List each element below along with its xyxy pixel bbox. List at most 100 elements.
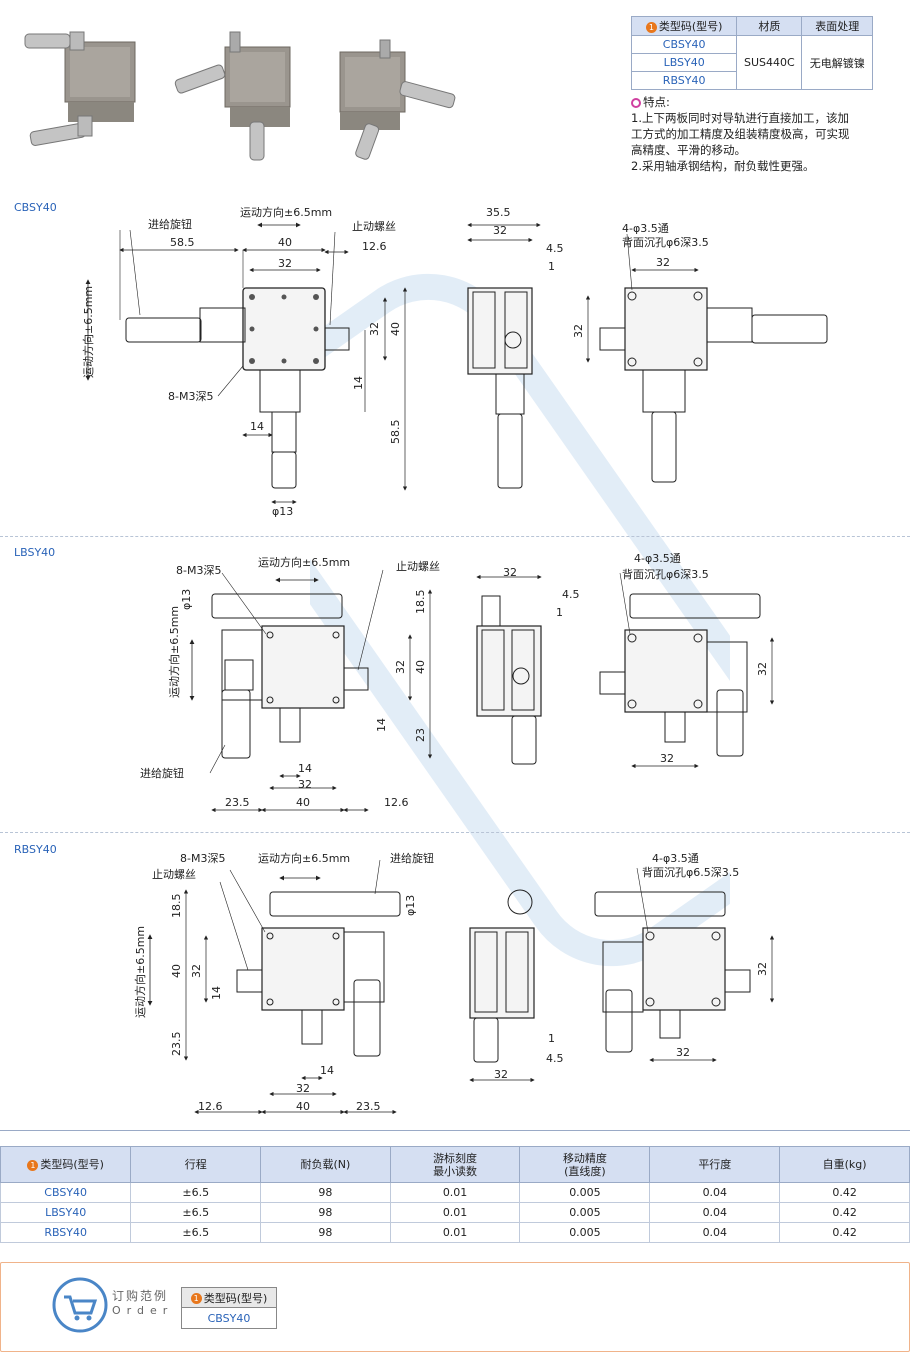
dim-18-5: 18.5 [170, 894, 183, 919]
section-label-rbsy: RBSY40 [14, 843, 57, 856]
label-counterbore: 背面沉孔φ6深3.5 [622, 235, 709, 249]
feature-line: 高精度、平滑的移动。 [631, 143, 746, 157]
dim-back-32: 32 [656, 256, 670, 269]
dim-58-5-v: 58.5 [389, 420, 402, 445]
spec-material: SUS440C [736, 35, 803, 90]
dim-back-32: 32 [676, 1046, 690, 1059]
dim-23: 23 [414, 728, 427, 742]
dim-32: 32 [278, 257, 292, 270]
spec-surface: 无电解镀镍 [801, 35, 873, 90]
label-holes: 8-M3深5 [176, 564, 221, 577]
main-header-stroke: 行程 [130, 1146, 262, 1183]
section-label-lbsy: LBSY40 [14, 546, 56, 559]
dim-32-v: 32 [394, 660, 407, 674]
spec-model: CBSY40 [630, 35, 738, 54]
separator [0, 536, 910, 537]
order-title: 订购范例 [112, 1289, 169, 1303]
feature-line: 2.采用轴承钢结构，耐负载性更强。 [631, 159, 815, 173]
dim-back-32-v: 32 [756, 962, 769, 976]
label-stop-screw: 止动螺丝 [352, 220, 396, 233]
order-title-en: Order [112, 1304, 174, 1317]
label-stop-screw: 止动螺丝 [152, 868, 196, 881]
dim-side-32: 32 [494, 1068, 508, 1081]
dim-14: 14 [298, 762, 312, 775]
label-holes: 8-M3深5 [168, 390, 213, 403]
separator [0, 832, 910, 833]
spec-model: RBSY40 [630, 71, 738, 90]
dim-23-5: 23.5 [225, 796, 250, 809]
dim-4-5: 4.5 [546, 1052, 564, 1065]
dim-40: 40 [296, 796, 310, 809]
dim-32-v: 32 [190, 964, 203, 978]
dim-40-v: 40 [389, 322, 402, 336]
label-holes: 8-M3深5 [180, 852, 225, 865]
spec-model: LBSY40 [630, 53, 738, 72]
main-header-accuracy: 移动精度 (直线度) [519, 1146, 651, 1183]
dim-12-6: 12.6 [198, 1100, 223, 1113]
dim-4-5: 4.5 [546, 242, 564, 255]
dim-phi13: φ13 [404, 895, 417, 916]
dim-23-5: 23.5 [356, 1100, 381, 1113]
dim-40-v: 40 [414, 660, 427, 674]
badge-one: 1 [27, 1159, 39, 1171]
label-counterbore: 背面沉孔φ6深3.5 [622, 567, 709, 581]
dim-40-v: 40 [170, 964, 183, 978]
dim-32: 32 [296, 1082, 310, 1095]
dim-12-6: 12.6 [384, 796, 409, 809]
dim-back-32: 32 [660, 752, 674, 765]
main-header-vernier: 游标刻度 最小读数 [389, 1146, 521, 1183]
dim-40: 40 [278, 236, 292, 249]
label-through-holes: 4-φ3.5通 [634, 552, 681, 565]
dim-1: 1 [548, 1032, 555, 1045]
feature-line: 工方式的加工精度及组装精度极高，可实现 [631, 127, 850, 141]
dim-40: 40 [296, 1100, 310, 1113]
separator [0, 1130, 910, 1131]
product-photo-lbsy [174, 31, 291, 161]
dim-back-32-v: 32 [572, 324, 585, 338]
label-feed-knob: 进给旋钮 [390, 851, 434, 865]
label-motion: 运动方向±6.5mm [258, 851, 350, 865]
dim-35-5: 35.5 [486, 206, 511, 219]
label-stop-screw: 止动螺丝 [396, 560, 440, 573]
dim-14-v: 14 [210, 986, 223, 1000]
spec-header-material: 材质 [736, 16, 803, 36]
dim-back-32-v: 32 [756, 662, 769, 676]
dim-phi13: φ13 [180, 589, 193, 610]
main-header-weight: 自重(kg) [779, 1146, 910, 1183]
label-motion-v: 运动方向±6.5mm [133, 926, 147, 1018]
feature-line: 1.上下两板同时对导轨进行直接加工，该加 [631, 111, 849, 125]
label-motion: 运动方向±6.5mm [240, 205, 332, 219]
badge-one: 1 [190, 1293, 202, 1304]
dim-23-5-v: 23.5 [170, 1032, 183, 1057]
dim-18-5: 18.5 [414, 590, 427, 615]
label-feed-knob: 进给旋钮 [140, 766, 184, 780]
cart-icon [52, 1277, 108, 1333]
feature-marker-icon [631, 97, 641, 108]
dim-14: 14 [250, 420, 264, 433]
technical-drawings: 进给旋钮 运动方向±6.5mm 止动螺丝 58.5 40 32 12.6 32 … [81, 205, 828, 1115]
dim-side-32: 32 [493, 224, 507, 237]
dim-4-5: 4.5 [562, 588, 580, 601]
dim-1: 1 [556, 606, 563, 619]
dim-32: 32 [298, 778, 312, 791]
label-through-holes: 4-φ3.5通 [652, 852, 699, 865]
dim-14-v: 14 [375, 718, 388, 732]
product-photo-cbsy [24, 31, 136, 146]
features: 特点: 1.上下两板同时对导轨进行直接加工，该加 工方式的加工精度及组装精度极高… [631, 94, 881, 174]
dim-32-v: 32 [368, 322, 381, 336]
dim-phi13: φ13 [272, 505, 293, 518]
dim-58-5: 58.5 [170, 236, 195, 249]
label-motion-v: 运动方向±6.5mm [81, 286, 95, 378]
order-value: CBSY40 [181, 1307, 277, 1329]
dim-side-32: 32 [503, 566, 517, 579]
dim-14: 14 [320, 1064, 334, 1077]
label-motion-v: 运动方向±6.5mm [167, 606, 181, 698]
